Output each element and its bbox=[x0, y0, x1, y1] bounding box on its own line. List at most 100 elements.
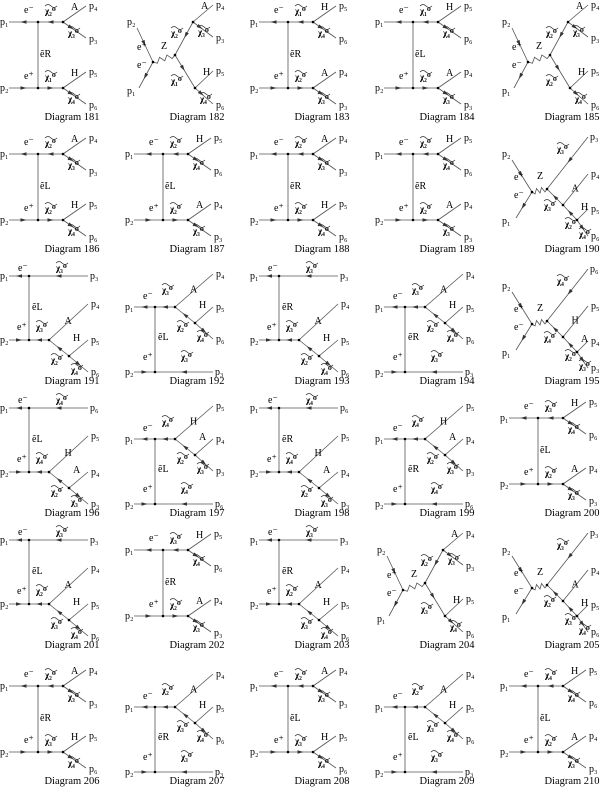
tilde-mark bbox=[169, 136, 183, 140]
neutralino-label: χ₂⁰ bbox=[419, 204, 431, 214]
neutralino-label: χ₄⁰ bbox=[70, 365, 82, 375]
neutralino-label: χ₃⁰ bbox=[420, 604, 432, 614]
neutralino-label: χ₂⁰ bbox=[161, 685, 173, 695]
neutralino-label: χ₃⁰ bbox=[447, 555, 459, 565]
fermion-arrow-icon bbox=[172, 218, 179, 222]
selectron-label: ẽR bbox=[158, 732, 169, 743]
momentum-label: p₄ bbox=[91, 299, 100, 310]
neutralino-label: χ₃⁰ bbox=[564, 615, 576, 625]
momentum-label: p₅ bbox=[464, 133, 473, 144]
electron-label: e⁻ bbox=[524, 401, 534, 412]
vertex-dot bbox=[161, 152, 165, 156]
boson-line bbox=[174, 673, 214, 708]
selectron-label: ẽR bbox=[282, 566, 293, 577]
neutralino-label: χ₂⁰ bbox=[544, 468, 556, 478]
fermion-arrow-icon bbox=[141, 705, 148, 709]
higgs-boson-label: A bbox=[196, 200, 204, 211]
fermion-arrow-icon bbox=[56, 346, 63, 352]
diagram-caption: Diagram 191 bbox=[44, 376, 99, 387]
vertex-dot bbox=[423, 305, 427, 309]
vertex-dot bbox=[311, 218, 315, 222]
vertex-dot bbox=[27, 602, 31, 606]
fermion-arrow-icon bbox=[450, 727, 457, 733]
momentum-label: p₂ bbox=[502, 17, 511, 28]
vertex-dot bbox=[36, 684, 40, 688]
momentum-label: p₆ bbox=[89, 764, 98, 775]
neutralino-line bbox=[562, 751, 587, 769]
momentum-label: p₂ bbox=[250, 467, 259, 478]
fermion-arrow-icon bbox=[412, 305, 418, 309]
fermion-arrow-icon bbox=[552, 194, 559, 201]
boson-line bbox=[48, 435, 89, 473]
vertex-dot bbox=[153, 437, 157, 441]
neutralino-label: χ₂⁰ bbox=[169, 600, 181, 610]
vertex-dot bbox=[561, 416, 565, 420]
boson-line bbox=[312, 735, 337, 753]
momentum-label: p₅ bbox=[216, 302, 225, 313]
vertex-dot bbox=[153, 770, 157, 774]
momentum-label: p₄ bbox=[214, 595, 223, 606]
momentum-label: p₄ bbox=[216, 434, 225, 445]
selectron-label: ẽL bbox=[165, 181, 176, 192]
neutralino-label: χ₄⁰ bbox=[317, 758, 329, 768]
vertex-dot bbox=[191, 20, 195, 24]
neutralino-label: χ₂⁰ bbox=[44, 138, 56, 148]
neutralino-line bbox=[312, 21, 337, 39]
neutralino-label: χ₃⁰ bbox=[567, 758, 579, 768]
higgs-boson-label: A bbox=[571, 464, 579, 475]
momentum-label: p₆ bbox=[340, 403, 349, 414]
neutralino-label: χ₁⁰ bbox=[44, 72, 56, 82]
vertex-dot bbox=[277, 470, 281, 474]
tilde-mark bbox=[67, 158, 81, 162]
diagram-caption: Diagram 206 bbox=[44, 776, 99, 787]
tilde-mark bbox=[176, 720, 190, 724]
fermion-arrow-icon bbox=[521, 598, 527, 605]
neutralino-line bbox=[187, 615, 212, 633]
momentum-label: p₁ bbox=[375, 149, 384, 160]
positron-label: e⁺ bbox=[393, 352, 403, 363]
momentum-label: p₃ bbox=[216, 33, 225, 44]
neutralino-label: χ₃⁰ bbox=[192, 622, 204, 632]
diagram-caption: Diagram 181 bbox=[44, 112, 99, 123]
electron-label: e⁻ bbox=[143, 291, 153, 302]
positron-label: e⁺ bbox=[24, 203, 34, 214]
diagram-caption: Diagram 193 bbox=[294, 376, 349, 387]
momentum-label: p₄ bbox=[589, 731, 598, 742]
momentum-label: p₂ bbox=[377, 545, 386, 556]
neutralino-label: χ₃⁰ bbox=[180, 352, 192, 362]
fermion-arrow-icon bbox=[431, 370, 437, 374]
diagram-caption: Diagram 188 bbox=[294, 244, 349, 255]
tilde-mark bbox=[294, 136, 308, 140]
boson-line bbox=[174, 273, 214, 308]
fermion-arrow-icon bbox=[391, 305, 398, 309]
neutralino-label: χ₂⁰ bbox=[545, 28, 557, 38]
z-boson-label: Z bbox=[411, 569, 417, 580]
neutralino-line bbox=[312, 219, 337, 237]
fermion-arrow-icon bbox=[391, 705, 398, 709]
fermion-arrow-icon bbox=[266, 602, 272, 606]
fermion-arrow-icon bbox=[56, 478, 63, 484]
vertex-dot bbox=[436, 86, 440, 90]
fermion-arrow-icon bbox=[567, 210, 574, 216]
diagram-caption: Diagram 194 bbox=[419, 376, 475, 387]
positron-label: e⁺ bbox=[267, 586, 277, 597]
positron-label: e⁺ bbox=[399, 71, 409, 82]
higgs-boson-label: H bbox=[571, 398, 578, 409]
tilde-mark bbox=[161, 283, 175, 287]
neutralino-label: χ₃⁰ bbox=[430, 752, 442, 762]
tilde-mark bbox=[170, 26, 184, 30]
boson-line bbox=[318, 603, 339, 621]
momentum-label: p₄ bbox=[341, 467, 350, 478]
boson-line bbox=[442, 532, 464, 551]
vertex-dot bbox=[36, 152, 40, 156]
